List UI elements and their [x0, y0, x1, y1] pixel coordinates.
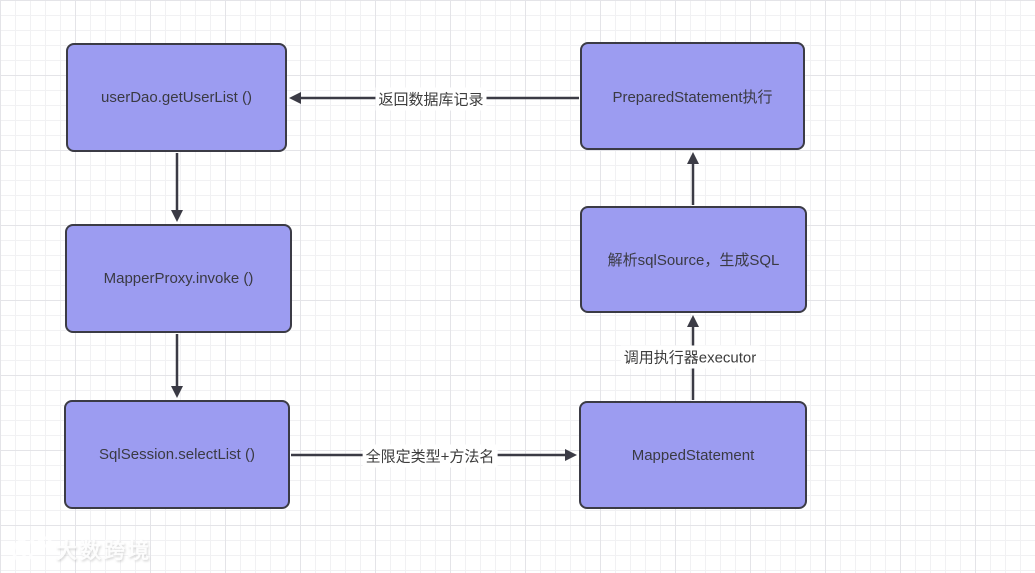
node-label: SqlSession.selectList () — [99, 446, 255, 463]
node-label: userDao.getUserList () — [101, 89, 252, 106]
watermark-logo-icon — [12, 535, 52, 563]
arrowhead-down-2 — [171, 386, 183, 398]
edge-label-qualified-type-method[interactable]: 全限定类型+方法名 — [362, 444, 498, 468]
watermark: 大数跨境 — [8, 534, 152, 566]
node-label: MappedStatement — [631, 446, 755, 464]
node-preparedstatement-exec[interactable]: PreparedStatement执行 — [580, 42, 805, 150]
arrowhead-up-1 — [687, 315, 699, 327]
arrowhead-right — [565, 449, 577, 461]
watermark-text: 大数跨境 — [56, 540, 152, 563]
node-label: 解析sqlSource，生成SQL — [607, 252, 780, 269]
arrowhead-left — [289, 92, 301, 104]
node-mappedstatement[interactable]: MappedStatement — [579, 401, 807, 509]
node-userdao-getuserlist[interactable]: userDao.getUserList () — [66, 43, 287, 152]
arrowhead-up-2 — [687, 152, 699, 164]
node-label: PreparedStatement执行 — [612, 88, 773, 106]
node-mapperproxy-invoke[interactable]: MapperProxy.invoke () — [65, 224, 292, 333]
node-parse-sqlsource[interactable]: 解析sqlSource，生成SQL — [580, 206, 807, 313]
edge-label-call-executor[interactable]: 调用执行器executor — [620, 345, 760, 369]
edge-label-return-db-records[interactable]: 返回数据库记录 — [375, 87, 487, 111]
node-sqlsession-selectlist[interactable]: SqlSession.selectList () — [64, 400, 290, 509]
node-label: MapperProxy.invoke () — [103, 270, 254, 287]
arrowhead-down-1 — [171, 210, 183, 222]
